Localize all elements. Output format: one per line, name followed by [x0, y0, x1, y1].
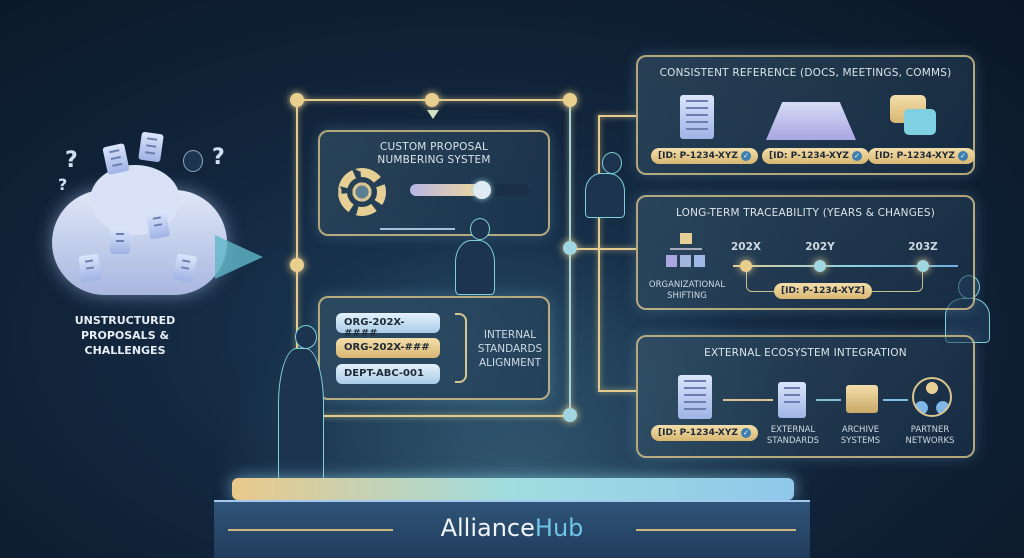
code-item[interactable]: DEPT-ABC-001: [336, 364, 440, 384]
arrow-down-icon: [427, 110, 439, 119]
org-chart-icon: [666, 233, 706, 271]
person-icon: [278, 348, 324, 488]
node: [425, 93, 439, 107]
check-icon: ✓: [740, 428, 751, 438]
document-icon: [680, 95, 714, 139]
panel-title: EXTERNAL ECOSYSTEM INTEGRATION: [704, 347, 907, 359]
meeting-icon: [766, 102, 856, 140]
id-badge: [ID: P-1234-XYZ✓: [868, 148, 975, 164]
arrow-line: [723, 399, 773, 401]
person-icon: [585, 173, 625, 218]
person-icon: [295, 325, 317, 349]
brand-logo: AllianceHub: [214, 514, 810, 542]
badge-text: [ID: P-1234-XYZ: [658, 151, 738, 161]
partner-network-icon: [912, 377, 952, 417]
platform-base: AllianceHub: [214, 500, 810, 558]
panel-title: CONSISTENT REFERENCE (DOCS, MEETINGS, CO…: [659, 67, 952, 79]
connector-line: [570, 248, 636, 250]
id-badge: [ID: P-1234-XYZ]: [774, 283, 872, 299]
step-label: PARTNER NETWORKS: [905, 425, 955, 446]
id-badge: [ID: P-1234-XYZ✓: [651, 148, 758, 164]
node: [563, 93, 577, 107]
arrow-line: [816, 399, 841, 401]
year-label: 203Z: [908, 241, 938, 253]
arrow-line: [883, 399, 908, 401]
numbering-panel: CUSTOM PROPOSAL NUMBERING SYSTEM: [318, 130, 550, 236]
document-icon: [145, 210, 171, 240]
panel-title: LONG-TERM TRACEABILITY (YEARS & CHANGES): [675, 207, 936, 219]
document-icon: [78, 253, 102, 283]
code-item[interactable]: ORG-202X-####: [336, 313, 440, 339]
check-icon: ✓: [957, 151, 968, 161]
check-icon: ✓: [851, 151, 862, 161]
chat-icon: [904, 109, 936, 135]
timeline-point: [814, 260, 826, 272]
archive-box-icon: [846, 385, 878, 413]
person-icon: [455, 240, 495, 295]
badge-text: [ID: P-1234-XYZ: [769, 151, 849, 161]
standards-panel: ORG-202X-#### ORG-202X-### DEPT-ABC-001 …: [318, 296, 550, 400]
bracket-icon: [455, 313, 467, 383]
connector-line: [598, 390, 636, 392]
standards-doc-icon: [778, 382, 806, 418]
connector-line: [598, 115, 636, 117]
id-badge: [ID: P-1234-XYZ✓: [651, 425, 758, 441]
panel-title: CUSTOM PROPOSAL NUMBERING SYSTEM: [377, 141, 491, 166]
unstructured-label: UNSTRUCTURED PROPOSALS & CHALLENGES: [74, 314, 176, 357]
brand-part2: Hub: [534, 514, 584, 542]
org-shifting-label: ORGANIZATIONAL SHIFTING: [648, 280, 726, 301]
connector-line: [598, 115, 600, 390]
brand-part1: Alliance: [440, 514, 535, 542]
arrow-icon: [215, 235, 263, 279]
slider-fill: [410, 184, 482, 196]
step-label: EXTERNAL STANDARDS: [766, 425, 820, 446]
person-icon: [183, 150, 203, 172]
divider: [636, 529, 796, 531]
code-item-selected[interactable]: ORG-202X-###: [336, 338, 440, 358]
question-mark-icon: ?: [58, 175, 68, 194]
id-badge: [ID: P-1234-XYZ✓: [762, 148, 869, 164]
node: [563, 241, 577, 255]
document-icon: [102, 143, 130, 175]
slider-thumb[interactable]: [473, 181, 491, 199]
ecosystem-panel: EXTERNAL ECOSYSTEM INTEGRATION [ID: P-12…: [636, 335, 975, 458]
platform-top: [232, 478, 794, 500]
document-icon: [110, 228, 130, 254]
reference-panel: CONSISTENT REFERENCE (DOCS, MEETINGS, CO…: [636, 55, 975, 175]
connector-line: [569, 100, 571, 416]
document-icon: [678, 375, 712, 419]
node: [563, 408, 577, 422]
step-label: ARCHIVE SYSTEMS: [840, 425, 881, 446]
divider: [228, 529, 393, 531]
timeline-line: [733, 265, 958, 267]
year-label: 202X: [730, 241, 761, 253]
year-label: 202Y: [805, 241, 835, 253]
dash-line: [380, 228, 455, 230]
question-mark-icon: ?: [212, 145, 225, 170]
badge-text: [ID: P-1234-XYZ: [875, 151, 955, 161]
timeline-point: [917, 260, 929, 272]
person-icon: [602, 152, 622, 174]
gear-icon: [338, 168, 386, 216]
check-icon: ✓: [740, 151, 751, 161]
document-icon: [138, 131, 164, 163]
numbering-slider[interactable]: [410, 181, 530, 199]
node: [290, 93, 304, 107]
person-icon: [470, 218, 490, 240]
standards-label: INTERNAL STANDARDS ALIGNMENT: [477, 329, 543, 369]
badge-text: [ID: P-1234-XYZ: [658, 428, 738, 438]
connector-line: [297, 415, 570, 417]
node: [290, 258, 304, 272]
timeline-point: [740, 260, 752, 272]
traceability-panel: LONG-TERM TRACEABILITY (YEARS & CHANGES)…: [636, 195, 975, 310]
question-mark-icon: ?: [65, 148, 78, 173]
